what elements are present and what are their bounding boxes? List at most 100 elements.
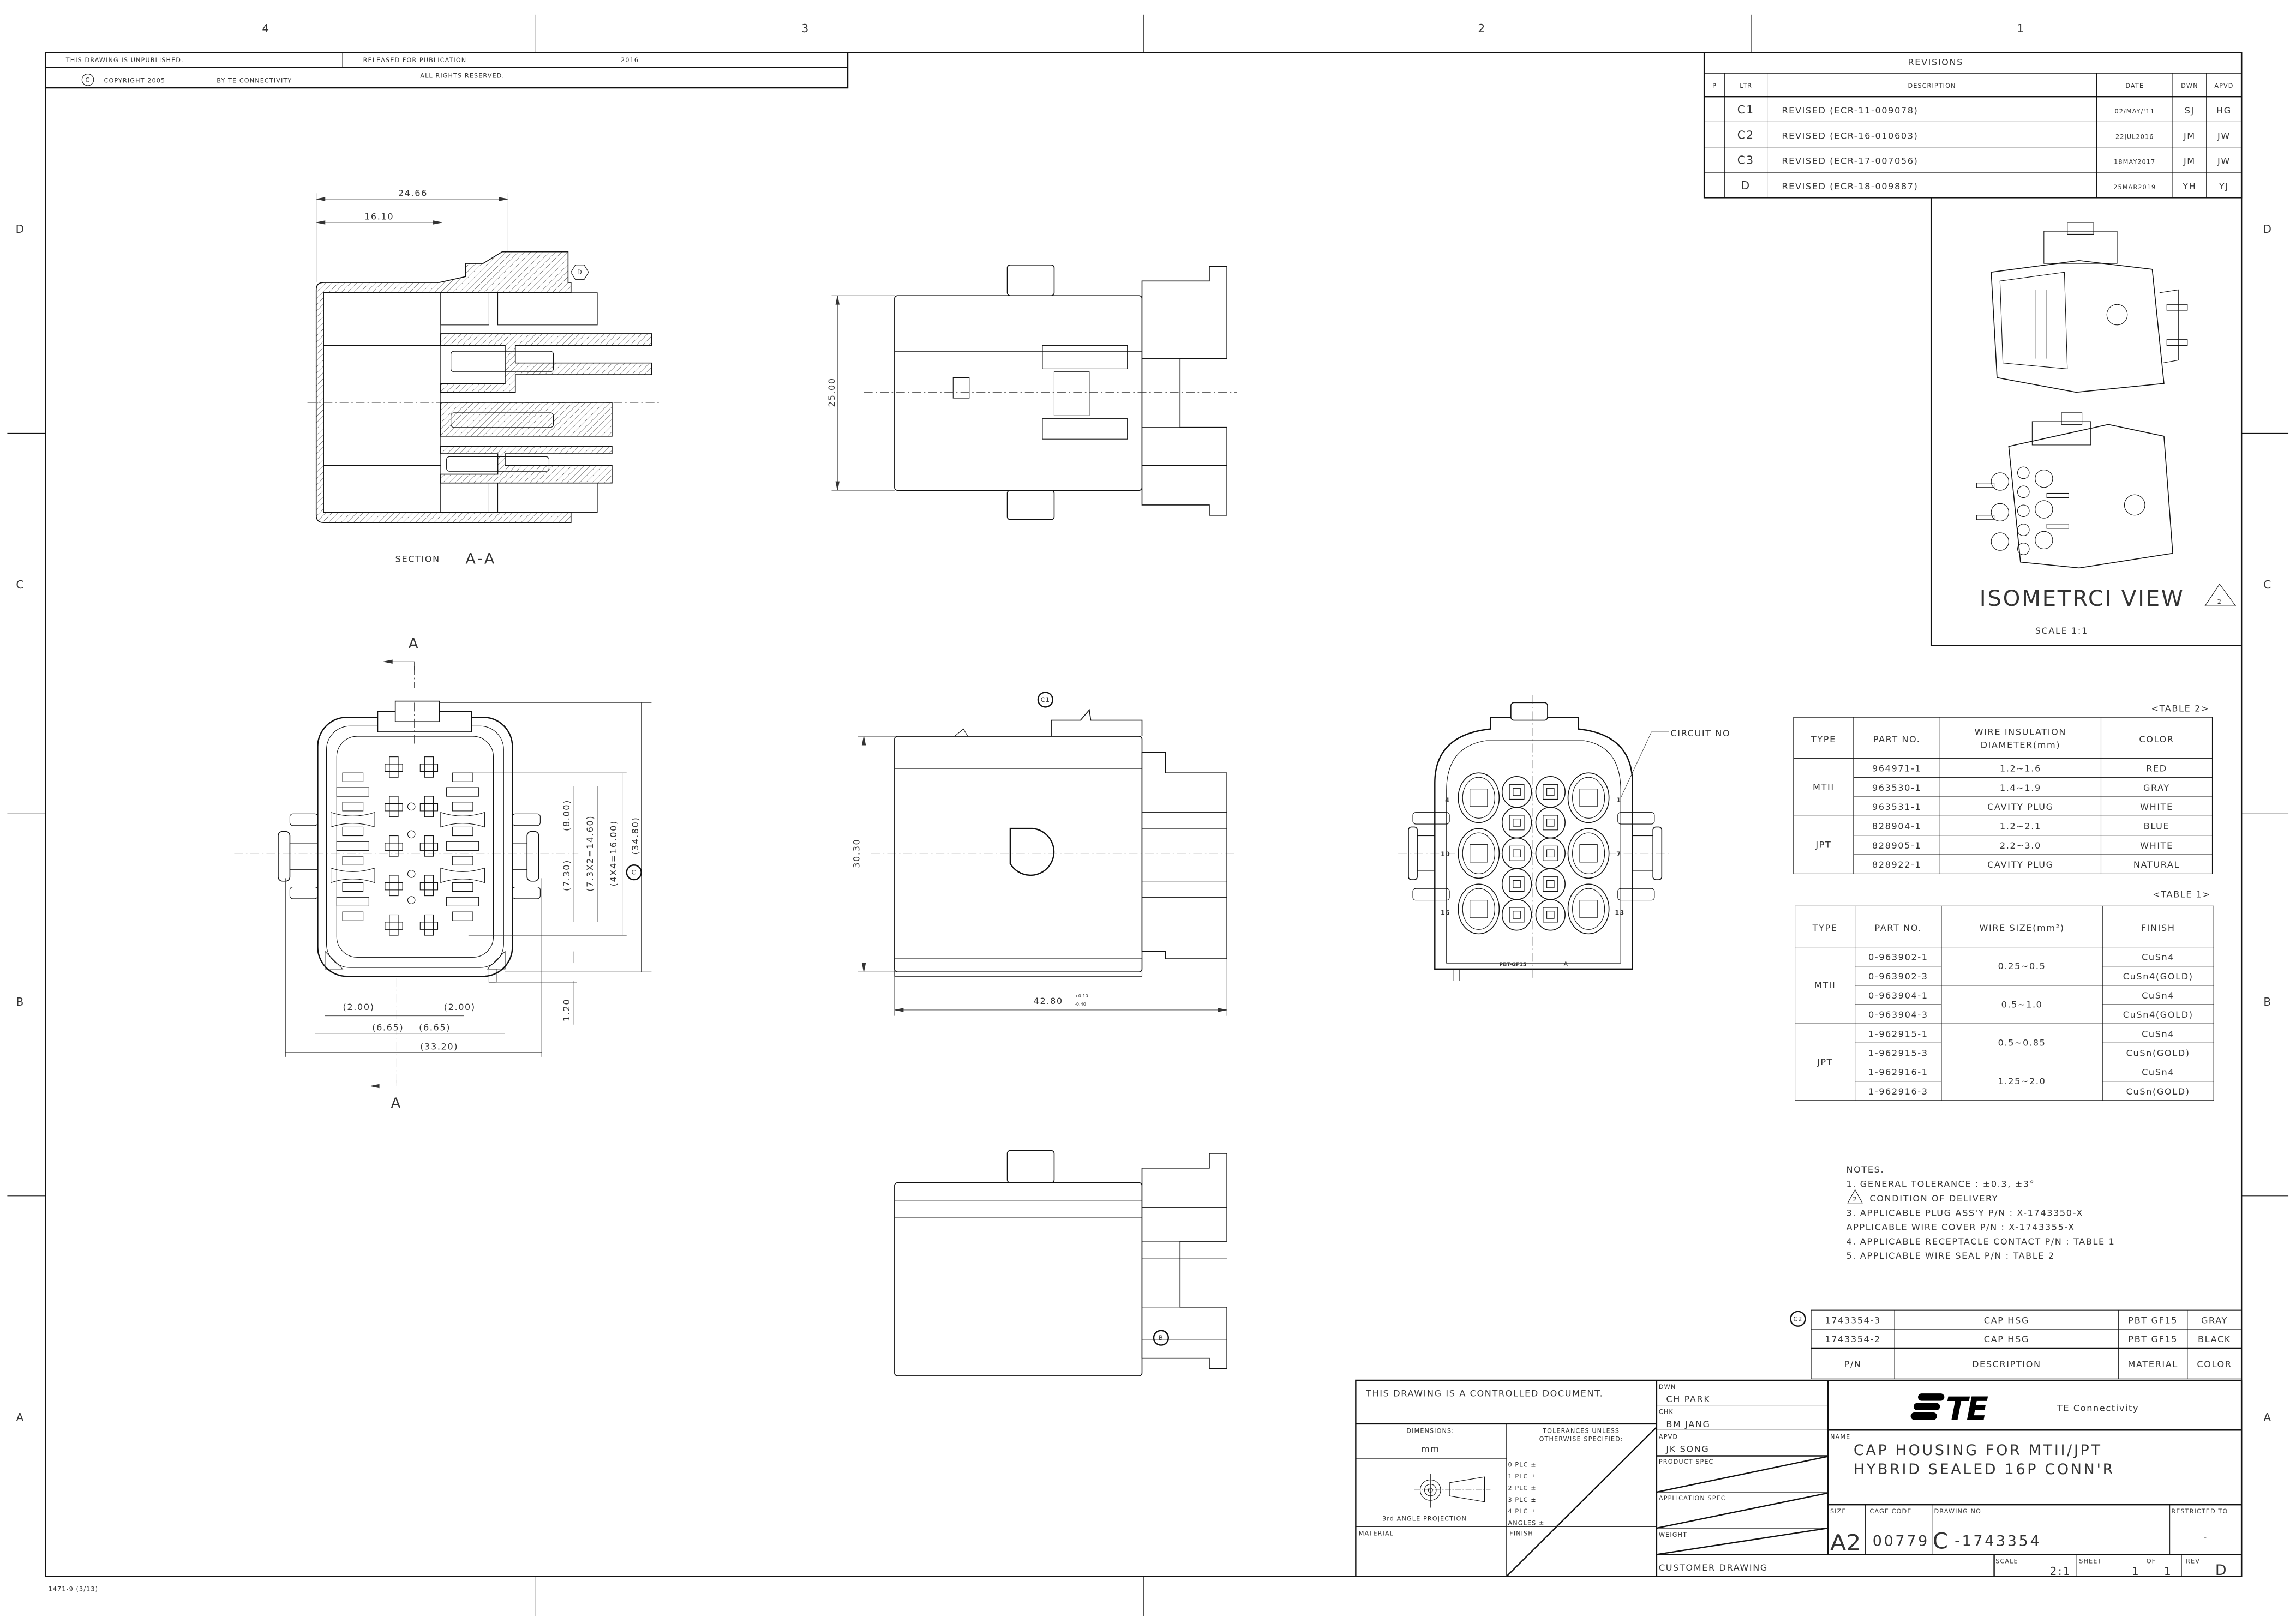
cut-label-bottom: A (391, 1095, 403, 1112)
parts-header-desc: DESCRIPTION (1972, 1359, 2041, 1369)
small-cavity-window (1546, 911, 1555, 919)
unpublished-text: THIS DRAWING IS UNPUBLISHED. (65, 57, 184, 64)
application-spec-label: APPLICATION SPEC (1659, 1495, 1726, 1502)
small-cavity-window (1543, 815, 1558, 831)
restricted-value: - (2203, 1532, 2207, 1542)
part-no: 828922-1 (1872, 859, 1921, 870)
cavity-slot (446, 841, 479, 851)
revision-d-flag-icon (571, 265, 589, 280)
circuit-10: 10 (1441, 851, 1450, 858)
table2-header-diameter: DIAMETER(mm) (1981, 740, 2061, 750)
side-height-dim: 30.30 (851, 839, 861, 868)
side-rev-flag: C1 (1041, 696, 1050, 704)
section-dim-inner: 16.10 (364, 212, 394, 222)
zone-column-label: 1 (2017, 22, 2025, 35)
small-cavity-window (1509, 876, 1525, 892)
tolerance-3: 3 PLC ± (1508, 1496, 1536, 1504)
small-cavity-window (1509, 784, 1525, 800)
third-angle-projection-icon (1414, 1474, 1491, 1508)
part-color: GRAY (2201, 1315, 2228, 1325)
part-color: BLACK (2198, 1334, 2231, 1344)
large-cavity (1567, 883, 1610, 935)
terminal-cavity (419, 922, 439, 930)
large-cavity-window (1470, 789, 1488, 807)
table2-header-wire: WIRE INSULATION (1975, 726, 2066, 737)
cavity-slot (452, 772, 473, 782)
seal-color: RED (2146, 763, 2167, 773)
small-cavity (1501, 837, 1532, 869)
table1-label: <TABLE 1> (2153, 889, 2211, 899)
cavity-slot (336, 841, 369, 851)
note-text: APPLICABLE WIRE COVER P/N : X-1743355-X (1846, 1222, 2075, 1233)
revision-date: 22JUL2016 (2115, 133, 2154, 140)
dwn-value: CH PARK (1666, 1394, 1710, 1404)
table1-header-finish: FINISH (2141, 923, 2175, 933)
terminal-cavity (385, 882, 403, 891)
of-value: 1 (2164, 1565, 2172, 1578)
released-year: 2016 (621, 57, 639, 64)
side-length-dim: 42.80 (1034, 996, 1063, 1006)
sheet-label: SHEET (2079, 1558, 2102, 1565)
copyright-text: COPYRIGHT 2005 (104, 77, 166, 85)
part-no: 964971-1 (1872, 763, 1921, 773)
large-cavity-seal (1572, 777, 1605, 819)
finish-label: FINISH (1509, 1530, 1533, 1537)
large-cavity (1567, 828, 1610, 879)
terminal-cavity (389, 875, 399, 897)
scale-value: 2:1 (2050, 1565, 2072, 1578)
small-cavity (1501, 807, 1532, 839)
company-name: TE Connectivity (2057, 1403, 2139, 1413)
part-no: 828904-1 (1872, 821, 1921, 832)
isometric-plug-front (1991, 222, 2188, 393)
seal-color: BLUE (2144, 821, 2170, 832)
customer-drawing-text: CUSTOMER DRAWING (1659, 1562, 1768, 1573)
table2-type: JPT (1815, 840, 1831, 850)
terminal-cavity (385, 803, 403, 812)
front-face-view (278, 700, 541, 983)
contact-part-no: 1-962915-1 (1868, 1029, 1928, 1039)
cavity-slot (342, 802, 364, 812)
note-text: 3. APPLICABLE PLUG ASS'Y P/N : X-1743350… (1846, 1207, 2083, 1218)
dim-730: (7.30) (561, 859, 572, 891)
dimensions-unit: mm (1421, 1444, 1440, 1454)
delivery-flag-icon (2204, 583, 2237, 606)
terminal-cavity (389, 756, 399, 778)
revision-ltr: C3 (1737, 154, 1755, 167)
cage-code-value: 00779 (1873, 1532, 1929, 1549)
insulation-diameter: 1.2~2.1 (2000, 821, 2041, 832)
te-logo: TE (1910, 1390, 1989, 1427)
revisions-header: APVD (2214, 82, 2233, 89)
revision-c2-flag-icon (1790, 1311, 1806, 1327)
zone-row-label: B (16, 995, 25, 1008)
circuit-13: 13 (1615, 909, 1624, 916)
section-a-a-view: 24.66 16.10 D SECTION A-A (307, 188, 659, 567)
dwn-label: DWN (1659, 1384, 1676, 1391)
small-cavity (1501, 868, 1532, 900)
table1-header-part: PART NO. (1874, 923, 1922, 933)
part-pn: 1743354-3 (1825, 1315, 1880, 1325)
seal-color: NATURAL (2133, 859, 2180, 870)
material-value: - (1429, 1562, 1432, 1570)
revision-dwn: JM (2183, 130, 2196, 141)
sheet-value: 1 (2132, 1565, 2140, 1578)
terminal-cavity (419, 764, 439, 772)
isometric-flag: 2 (2217, 598, 2222, 605)
small-cavity-window (1546, 880, 1555, 888)
zone-column-label: 2 (1478, 22, 1486, 35)
revision-dwn: SJ (2185, 105, 2195, 116)
polarization-hole (407, 830, 416, 839)
cavity-slot (336, 897, 369, 906)
small-cavity-window (1543, 845, 1558, 861)
contact-finish: CuSn(GOLD) (2126, 1086, 2190, 1097)
note-item: APPLICABLE WIRE COVER P/N : X-1743355-X (1846, 1222, 2075, 1233)
contact-finish: CuSn4(GOLD) (2123, 971, 2193, 982)
zone-row-label: C (16, 578, 25, 591)
small-cavity-window (1513, 911, 1521, 919)
